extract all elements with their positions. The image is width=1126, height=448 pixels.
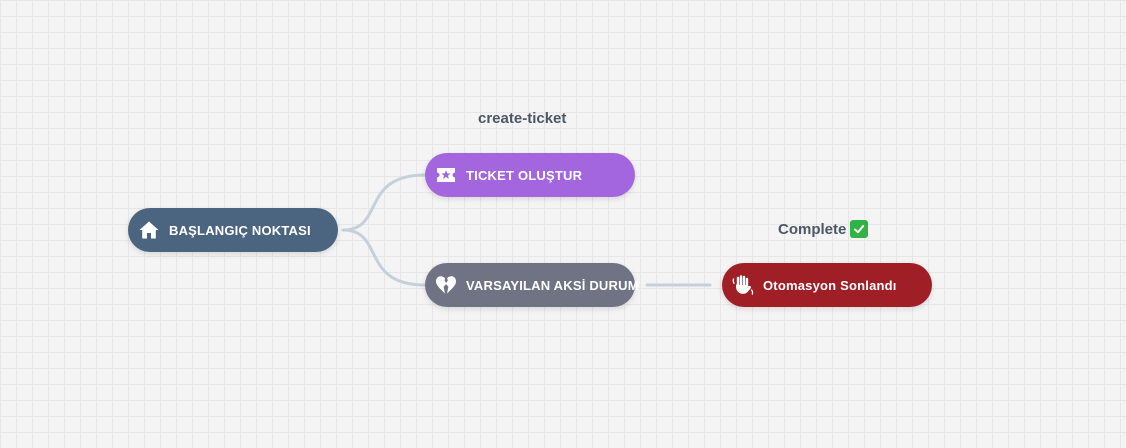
home-icon — [138, 219, 160, 241]
connector-start-to-default — [341, 228, 427, 287]
node-start-label: BAŞLANGIÇ NOKTASI — [169, 222, 311, 238]
node-default-label: VARSAYILAN AKSİ DURUM — [466, 277, 639, 293]
node-end[interactable]: Otomasyon Sonlandı — [722, 263, 932, 307]
ticket-star-icon — [435, 164, 457, 186]
node-ticket-label: TICKET OLUŞTUR — [466, 167, 583, 183]
edge-label-create-ticket: create-ticket — [478, 110, 567, 127]
edge-label-complete: Complete — [778, 220, 869, 238]
node-start[interactable]: BAŞLANGIÇ NOKTASI — [128, 208, 338, 252]
node-ticket[interactable]: TICKET OLUŞTUR — [425, 153, 635, 197]
waving-hand-icon — [732, 274, 754, 296]
connector-start-to-ticket — [341, 173, 427, 232]
node-default[interactable]: VARSAYILAN AKSİ DURUM — [425, 263, 639, 307]
heart-broken-icon — [435, 274, 457, 296]
check-mark-icon — [850, 220, 869, 238]
edge-label-complete-text: Complete — [778, 220, 847, 238]
node-end-label: Otomasyon Sonlandı — [763, 277, 897, 293]
